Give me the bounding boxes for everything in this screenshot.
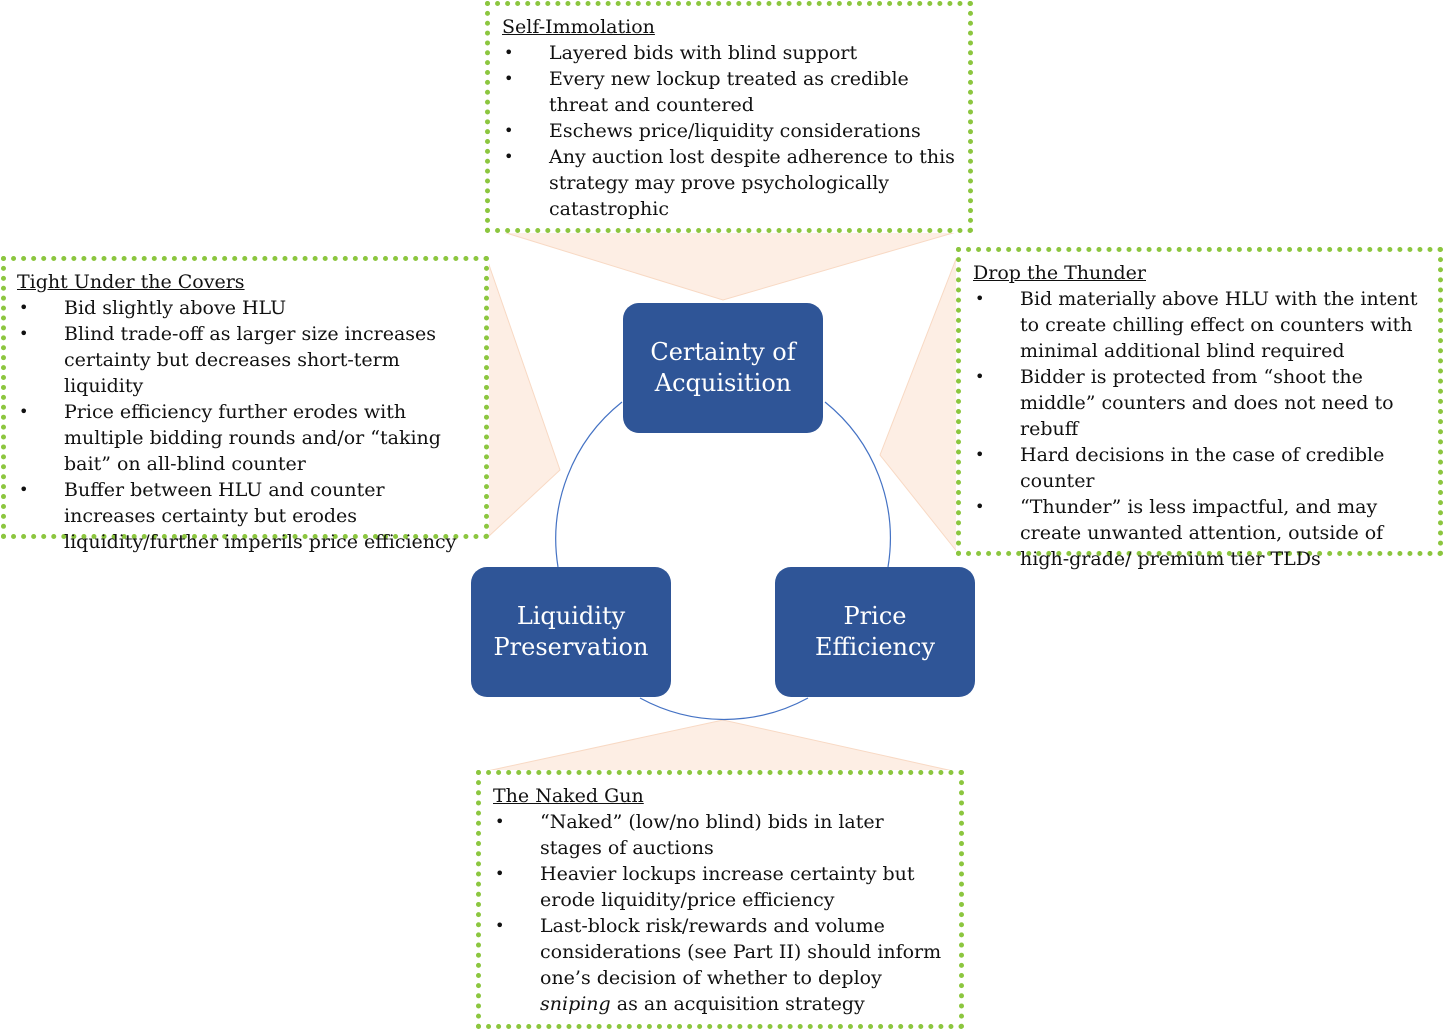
bullet-list: Bid materially above HLU with the intent… — [973, 286, 1426, 572]
panel-title: Tight Under the Covers — [17, 271, 245, 293]
bullet-list: Bid slightly above HLU Blind trade-off a… — [17, 295, 472, 555]
node-certainty-of-acquisition: Certainty of Acquisition — [623, 303, 823, 433]
bullet-item: Eschews price/liquidity considerations — [502, 118, 956, 144]
callout-wedge-top — [489, 227, 971, 301]
node-certainty-line1: Certainty of — [650, 338, 796, 366]
bullet-item: Any auction lost despite adherence to th… — [502, 144, 956, 222]
panel-drop-the-thunder: Drop the Thunder Bid materially above HL… — [956, 247, 1443, 570]
bullet-item: Bidder is protected from “shoot the midd… — [973, 364, 1426, 442]
bullet-list: “Naked” (low/no blind) bids in later sta… — [493, 809, 947, 1017]
node-certainty-line2: Acquisition — [654, 369, 792, 397]
bullet-item: Layered bids with blind support — [502, 40, 956, 66]
node-price-efficiency: Price Efficiency — [775, 567, 975, 697]
callout-wedge-right — [879, 253, 959, 555]
panel-self-immolation: Self-Immolation Layered bids with blind … — [485, 1, 973, 233]
bullet-item: “Naked” (low/no blind) bids in later sta… — [493, 809, 947, 861]
cycle-arc-left — [555, 401, 623, 568]
cycle-arc-right — [824, 401, 891, 568]
bullet-item: Heavier lockups increase certainty but e… — [493, 861, 947, 913]
bullet-item: Hard decisions in the case of credible c… — [973, 442, 1426, 494]
bullet-item: Buffer between HLU and counter increases… — [17, 477, 472, 555]
bullet-item: Blind trade-off as larger size increases… — [17, 321, 472, 399]
callout-wedge-bottom — [477, 719, 963, 774]
bullet-item: Last-block risk/rewards and volume consi… — [493, 913, 947, 1017]
panel-tight-under-the-covers: Tight Under the Covers Bid slightly abov… — [1, 256, 489, 553]
bullet-item: Price efficiency further erodes with mul… — [17, 399, 472, 477]
bullet-item: Bid materially above HLU with the intent… — [973, 286, 1426, 364]
node-liquidity-preservation: Liquidity Preservation — [471, 567, 671, 697]
bullet-item: “Thunder” is less impactful, and may cre… — [973, 494, 1426, 572]
callout-wedge-left — [487, 261, 561, 539]
panel-title: The Naked Gun — [493, 785, 644, 807]
bullet-list: Layered bids with blind support Every ne… — [502, 40, 956, 222]
bullet-item: Bid slightly above HLU — [17, 295, 472, 321]
node-price-line2: Efficiency — [814, 633, 936, 661]
node-liquidity-line1: Liquidity — [516, 602, 626, 630]
node-liquidity-line2: Preservation — [493, 633, 649, 661]
node-price-line1: Price — [843, 602, 907, 630]
cycle-arc-bottom — [639, 697, 809, 721]
bullet-text-after: as an acquisition strategy — [610, 993, 865, 1015]
bullet-text-before: Last-block risk/rewards and volume consi… — [540, 915, 942, 989]
bullet-item: Every new lockup treated as credible thr… — [502, 66, 956, 118]
panel-title: Drop the Thunder — [973, 262, 1146, 284]
panel-the-naked-gun: The Naked Gun “Naked” (low/no blind) bid… — [476, 770, 964, 1029]
panel-title: Self-Immolation — [502, 16, 655, 38]
bullet-text-italic: sniping — [540, 993, 611, 1015]
